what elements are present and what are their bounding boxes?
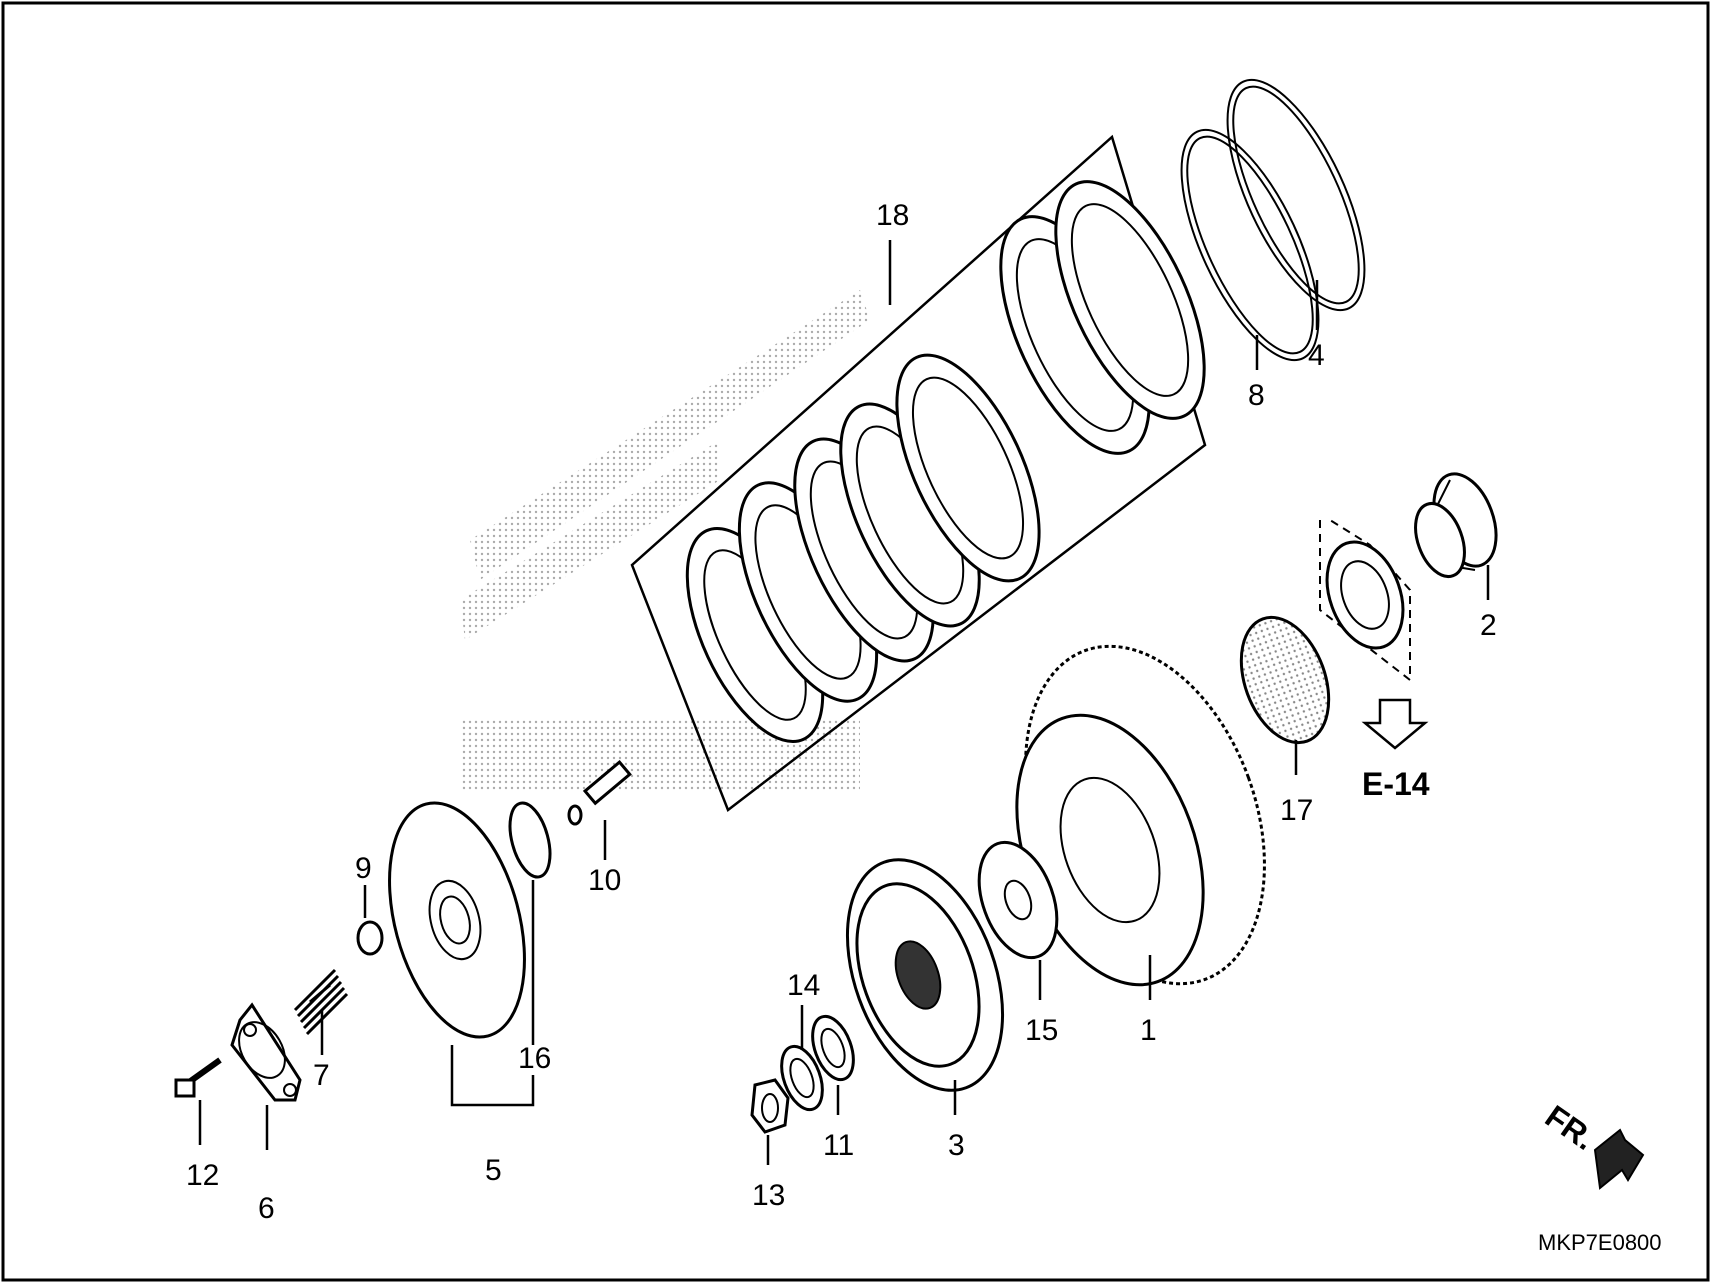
lifter-rod-10 [567,759,632,826]
collar-9 [356,920,384,956]
drawing-code: MKP7E0800 [1538,1230,1662,1255]
spring-7 [293,968,349,1036]
label-3: 3 [948,1129,965,1162]
clutch-center-3 [845,858,1005,1092]
label-14: 14 [787,969,820,1002]
clutch-plate-set-outline [630,134,1207,813]
nut-13 [750,1078,790,1134]
direction-label: FR. [1539,1098,1602,1157]
clutch-plates-18 [685,180,1206,744]
bearing-assembly [1319,519,1411,683]
label-2: 2 [1480,609,1497,642]
pressure-plate-5 [388,801,526,1039]
label-11: 11 [823,1129,854,1162]
label-6: 6 [258,1192,275,1225]
label-8: 8 [1248,379,1265,412]
label-5: 5 [485,1154,502,1187]
label-18: 18 [876,199,909,232]
label-12: 12 [186,1159,219,1192]
label-9: 9 [355,852,372,885]
bolt-12 [174,1057,222,1098]
ring-8 [1180,128,1320,362]
washer-15 [977,840,1059,960]
bearing-16 [508,801,552,879]
sleeve-2 [1414,472,1498,578]
clutch-outer-1 [1015,644,1266,987]
ring-4 [1226,78,1366,312]
reference-arrow [1361,698,1429,750]
label-1: 1 [1140,1014,1157,1047]
label-7: 7 [313,1059,330,1092]
leader-lines [198,240,1490,1165]
label-4: 4 [1308,339,1325,372]
label-10: 10 [588,864,621,897]
reference-label: E-14 [1362,766,1430,802]
needle-bearing-17 [1239,615,1331,745]
washer-11-hole [820,1027,846,1069]
label-15: 15 [1025,1014,1058,1047]
washer-14-hole [789,1057,815,1099]
lifter-plate-6 [230,1002,302,1102]
label-13: 13 [752,1179,785,1212]
label-17: 17 [1280,794,1313,827]
ring-4-inner [1232,85,1360,305]
front-direction-arrow [1593,1128,1645,1190]
label-16: 16 [518,1042,551,1075]
ring-8-inner [1186,135,1314,355]
